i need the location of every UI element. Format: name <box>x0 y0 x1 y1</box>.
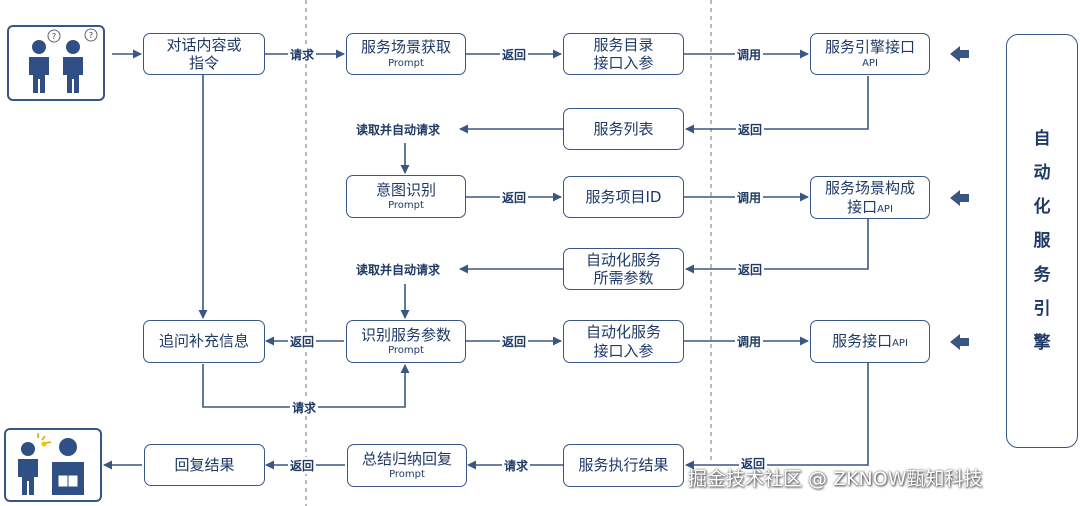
auto-params-label: 自动化服务 接口入参 <box>585 323 661 360</box>
engine-pointer-arrow-2 <box>950 190 969 206</box>
label-request-3: 请求 <box>502 457 531 474</box>
svg-text:?: ? <box>52 32 56 41</box>
label-return-6: 返回 <box>500 333 529 350</box>
scene-build-api-text: 服务场景构成 接口 <box>824 179 915 216</box>
dialog-input-label: 对话内容或 指令 <box>166 35 242 72</box>
label-call-1: 调用 <box>735 46 764 63</box>
users-reply-icon-box <box>4 428 102 502</box>
intent-node: 意图识别 Prompt <box>346 175 466 218</box>
service-list-node: 服务列表 <box>563 108 684 150</box>
service-api-text: 服务接口 <box>832 332 893 351</box>
engine-pointer-arrow-1 <box>950 46 969 62</box>
engine-api-label: 服务引擎接口 <box>824 38 915 57</box>
users-thinking-icon: ? ? <box>29 28 98 93</box>
users-reading-icon <box>18 433 84 495</box>
engine-api-node: 服务引擎接口 API <box>810 33 930 75</box>
exec-result-node: 服务执行结果 <box>563 444 684 487</box>
engine-api-sub: API <box>862 57 878 69</box>
watermark-text: 掘金技术社区 @ ZKNOW甄知科技 <box>688 468 983 490</box>
arrow-buildapi-to-params <box>685 219 869 274</box>
engine-title-char-3: 化 <box>1033 197 1051 217</box>
scene-fetch-label: 服务场景获取 <box>360 38 451 57</box>
label-request-1: 请求 <box>288 46 317 63</box>
engine-title-char-5: 务 <box>1033 265 1051 285</box>
summary-sub: Prompt <box>389 469 425 481</box>
label-return-2: 返回 <box>736 121 765 138</box>
arrow-serviceapi-to-exec <box>685 363 869 470</box>
reply-label: 回复结果 <box>174 455 235 474</box>
summary-node: 总结归纳回复 Prompt <box>347 444 467 487</box>
followup-node: 追问补充信息 <box>143 320 265 363</box>
auto-service-params-node: 自动化服务 所需参数 <box>563 248 684 290</box>
label-request-2: 请求 <box>290 399 319 416</box>
service-api-suffix: API <box>892 338 908 350</box>
catalog-params-node: 服务目录 接口入参 <box>563 33 684 75</box>
automation-engine-panel: 自 动 化 服 务 引 擎 <box>1006 34 1078 448</box>
label-return-8: 返回 <box>288 457 317 474</box>
catalog-params-label: 服务目录 接口入参 <box>593 35 654 72</box>
service-list-label: 服务列表 <box>593 119 654 138</box>
intent-sub: Prompt <box>388 200 424 212</box>
identify-params-sub: Prompt <box>388 345 424 357</box>
identify-params-label: 识别服务参数 <box>360 325 451 344</box>
label-return-1: 返回 <box>500 46 529 63</box>
users-icon-box: ? ? <box>7 25 105 101</box>
service-item-id-node: 服务项目ID <box>563 176 684 218</box>
label-return-7: 返回 <box>739 455 768 472</box>
identify-params-node: 识别服务参数 Prompt <box>346 320 466 363</box>
arrow-engineapi-to-list <box>685 76 869 134</box>
engine-title-char-7: 擎 <box>1033 333 1051 353</box>
label-call-3: 调用 <box>735 333 764 350</box>
scene-build-api-label: 服务场景构成 接口API <box>825 179 915 216</box>
label-call-2: 调用 <box>735 189 764 206</box>
engine-title-char-2: 动 <box>1033 163 1051 183</box>
engine-title-char-1: 自 <box>1033 129 1051 149</box>
label-read-auto-request-2: 读取并自动请求 <box>354 261 443 278</box>
scene-build-api-node: 服务场景构成 接口API <box>810 176 930 219</box>
service-api-label: 服务接口API <box>832 332 908 350</box>
auto-params-node: 自动化服务 接口入参 <box>563 320 684 363</box>
reply-node: 回复结果 <box>144 444 265 486</box>
exec-result-label: 服务执行结果 <box>578 456 669 475</box>
service-api-node: 服务接口API <box>810 320 930 363</box>
svg-text:?: ? <box>89 31 93 40</box>
label-return-4: 返回 <box>736 261 765 278</box>
summary-label: 总结归纳回复 <box>361 449 452 468</box>
scene-build-api-suffix: API <box>877 203 893 215</box>
scene-fetch-node: 服务场景获取 Prompt <box>346 33 466 75</box>
engine-title-char-6: 引 <box>1033 299 1051 319</box>
label-return-3: 返回 <box>500 189 529 206</box>
dialog-input-node: 对话内容或 指令 <box>143 33 265 75</box>
label-return-5: 返回 <box>288 333 317 350</box>
intent-label: 意图识别 <box>375 180 436 199</box>
engine-pointer-arrow-3 <box>950 334 969 350</box>
service-item-id-label: 服务项目ID <box>585 187 662 206</box>
scene-fetch-sub: Prompt <box>388 57 424 69</box>
engine-title-char-4: 服 <box>1033 231 1051 251</box>
followup-label: 追问补充信息 <box>158 332 249 351</box>
label-read-auto-request-1: 读取并自动请求 <box>354 121 443 138</box>
auto-service-params-label: 自动化服务 所需参数 <box>585 250 661 287</box>
